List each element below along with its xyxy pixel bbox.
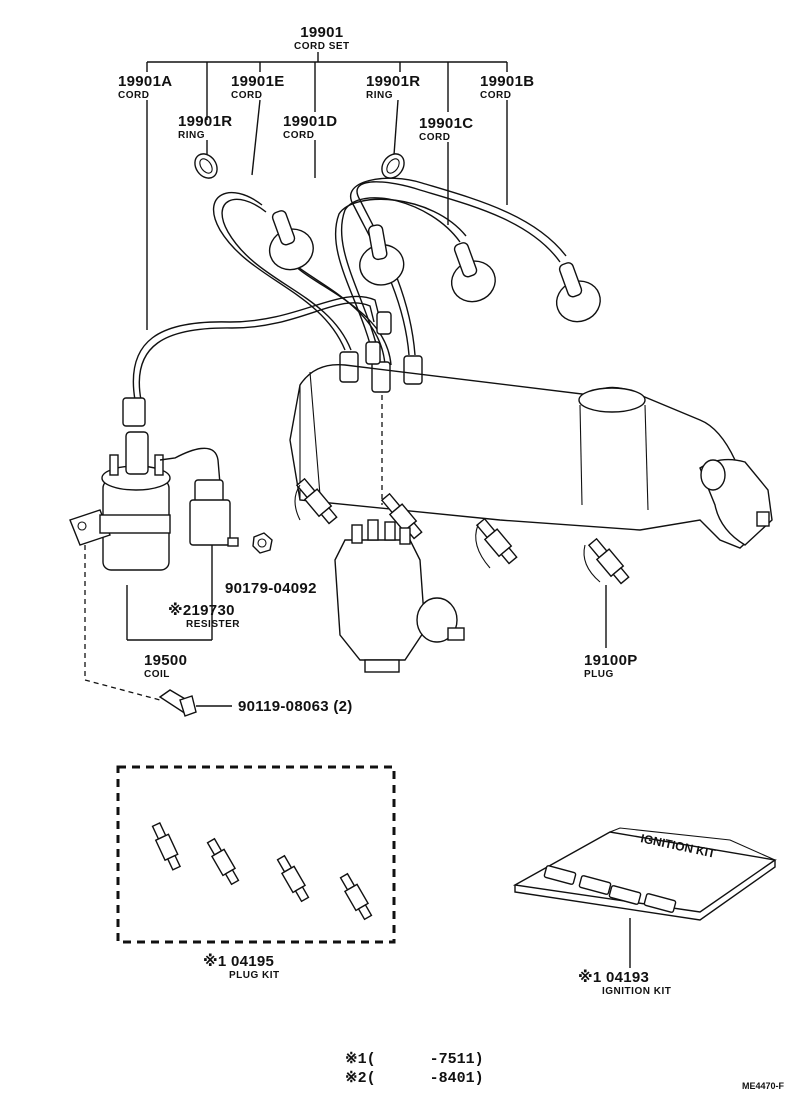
- label-cord-a: 19901A CORD: [118, 74, 172, 101]
- cord-set-leader-lines: [146, 52, 508, 330]
- ignition-kit-drawing: [512, 827, 777, 968]
- spark-plugs-installed: [294, 477, 630, 648]
- label-cord-a-name: CORD: [118, 90, 150, 101]
- label-plug-name: PLUG: [584, 669, 614, 680]
- label-plug-kit-number: ※1 04195: [203, 953, 275, 970]
- footnote-2-mark: ※2: [345, 1070, 367, 1087]
- label-cord-e-name: CORD: [231, 90, 263, 101]
- label-ignition-kit: ※1 04193 IGNITION KIT: [578, 970, 671, 997]
- label-nut-number: 90179-04092: [225, 580, 317, 597]
- label-coil-number: 19500: [144, 652, 188, 669]
- label-cord-c-number: 19901C: [419, 115, 474, 132]
- label-cord-set-name: CORD SET: [294, 41, 350, 52]
- label-ring-right-number: 19901R: [366, 73, 421, 90]
- label-plug-number: 19100P: [584, 652, 638, 669]
- plug-kit-drawing: [116, 765, 396, 944]
- label-cord-e: 19901E CORD: [231, 74, 285, 101]
- footnote-1-mark: ※1: [345, 1051, 367, 1068]
- footnote-1-range: ( -7511): [366, 1051, 484, 1068]
- label-plug-kit-name: PLUG KIT: [229, 970, 280, 981]
- ring-left-drawing: [194, 153, 218, 179]
- plug-boots: [268, 210, 601, 323]
- label-cord-a-number: 19901A: [118, 73, 173, 90]
- cylinder-head-drawing: [289, 363, 773, 549]
- label-cord-e-number: 19901E: [231, 73, 285, 90]
- label-cord-set-number: 19901: [300, 24, 344, 41]
- label-coil: 19500 COIL: [144, 653, 187, 680]
- bolt-drawing: [158, 689, 232, 717]
- label-ring-right: 19901R RING: [366, 74, 420, 101]
- label-coil-name: COIL: [144, 669, 170, 680]
- label-ring-left-name: RING: [178, 130, 205, 141]
- label-plug: 19100P PLUG: [584, 653, 638, 680]
- label-cord-b-name: CORD: [480, 90, 512, 101]
- footnote-1: ※1( -7511): [345, 1052, 484, 1067]
- label-cord-set: 19901 CORD SET: [294, 25, 350, 52]
- label-cord-b-number: 19901B: [480, 73, 535, 90]
- coil-leaders: [84, 545, 213, 701]
- distributor-drawing: [334, 395, 465, 673]
- label-plug-kit: ※1 04195 PLUG KIT: [203, 954, 280, 981]
- label-resister-number: ※219730: [168, 602, 235, 619]
- label-cord-d-number: 19901D: [283, 113, 338, 130]
- ring-right-drawing: [381, 153, 405, 179]
- label-cord-b: 19901B CORD: [480, 74, 534, 101]
- footnotes: ※1( -7511) ※2( -8401): [345, 1052, 484, 1086]
- label-resister-name: RESISTER: [186, 619, 241, 630]
- resister-drawing: [189, 479, 239, 612]
- label-ring-left-number: 19901R: [178, 113, 233, 130]
- label-ignition-kit-number: ※1 04193: [578, 969, 650, 986]
- cord-terminals: [122, 311, 423, 427]
- label-cord-c-name: CORD: [419, 132, 451, 143]
- label-bolt-number: 90119-08063 (2): [238, 698, 353, 715]
- footnote-2: ※2( -8401): [345, 1071, 484, 1086]
- label-cord-d-name: CORD: [283, 130, 315, 141]
- label-ring-right-name: RING: [366, 90, 393, 101]
- label-cord-c: 19901C CORD: [419, 116, 473, 143]
- label-ignition-kit-name: IGNITION KIT: [602, 986, 672, 997]
- label-ring-left: 19901R RING: [178, 114, 232, 141]
- label-cord-d: 19901D CORD: [283, 114, 337, 141]
- diagram-code: ME4470-F: [742, 1081, 785, 1091]
- footnote-2-range: ( -8401): [366, 1070, 484, 1087]
- nut-drawing: [252, 532, 273, 554]
- coil-drawing: [69, 431, 221, 571]
- label-resister: ※219730 RESISTER: [168, 603, 240, 630]
